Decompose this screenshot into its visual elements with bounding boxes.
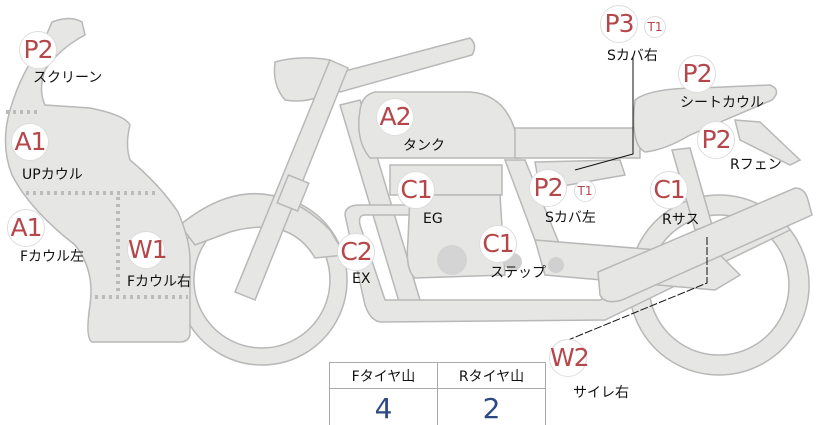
part-label-step: ステップ — [490, 265, 546, 281]
damage-code-front-cowl-right: W1 — [127, 231, 168, 269]
part-label-front-cowl-right: Fカウル右 — [127, 274, 192, 290]
part-label-exhaust: EX — [352, 271, 371, 287]
part-label-side-cover-right: Sカバ右 — [607, 48, 658, 64]
cowl-section-dividers — [6, 110, 188, 299]
damage-tag-side-cover-right: T1 — [644, 16, 666, 38]
damage-code-exhaust: C2 — [337, 233, 375, 271]
damage-code-upper-cowl: A1 — [11, 123, 49, 161]
rear-tire-header: Rタイヤ山 — [437, 362, 546, 389]
rear-fender — [734, 119, 802, 166]
part-label-screen: スクリーン — [33, 70, 103, 86]
damage-code-rear-suspension: C1 — [650, 171, 688, 209]
damage-code-engine: C1 — [397, 171, 435, 209]
handlebar — [328, 37, 476, 93]
muffler — [597, 187, 813, 303]
part-label-side-cover-left: Sカバ左 — [545, 210, 596, 226]
part-label-rear-fender: Rフェン — [730, 157, 782, 173]
part-label-silencer-right: サイレ右 — [573, 385, 629, 401]
footpeg-rear — [548, 257, 564, 273]
part-label-tank: タンク — [403, 138, 445, 154]
engine-cover — [437, 245, 467, 275]
damage-code-screen: P2 — [19, 31, 57, 69]
damage-tag-side-cover-left: T1 — [574, 180, 596, 202]
front-tire-value: 4 — [329, 388, 438, 425]
engine — [406, 194, 506, 279]
damage-code-tank: A2 — [376, 98, 414, 136]
damage-code-front-cowl-left: A1 — [7, 209, 45, 247]
part-label-rear-suspension: Rサス — [662, 212, 700, 228]
damage-code-seat-cowl: P2 — [678, 55, 716, 93]
part-label-upper-cowl: UPカウル — [22, 167, 83, 183]
fork-cover — [276, 173, 310, 213]
damage-code-silencer-right: W2 — [549, 339, 590, 377]
tire-tread-table: Fタイヤ山 Rタイヤ山 4 2 — [329, 362, 546, 425]
rear-tire-value: 2 — [437, 388, 546, 425]
damage-code-side-cover-right: P3 — [600, 5, 638, 43]
part-label-engine: EG — [423, 211, 443, 227]
seat-cowl — [633, 84, 778, 153]
part-label-front-cowl-left: Fカウル左 — [20, 249, 85, 265]
seat — [514, 127, 641, 159]
damage-code-step: C1 — [479, 225, 517, 263]
front-tire-header: Fタイヤ山 — [329, 362, 438, 389]
leader-lines — [555, 57, 708, 346]
damage-code-rear-fender: P2 — [697, 121, 735, 159]
damage-code-side-cover-left: P2 — [529, 169, 567, 207]
part-label-seat-cowl: シートカウル — [680, 95, 764, 111]
